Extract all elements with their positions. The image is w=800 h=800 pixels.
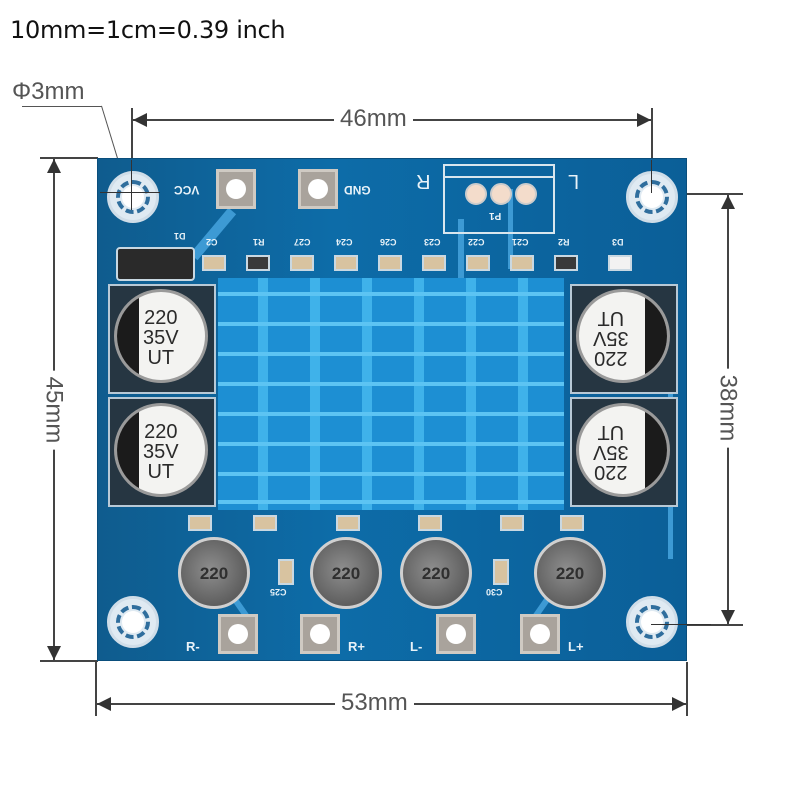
connector-label: P1 (489, 210, 502, 221)
smd-bottom (418, 515, 442, 531)
smd-c2 (202, 255, 226, 271)
label-l-plus: L+ (568, 639, 584, 654)
capacitor-right-top: 220 35V UT (576, 289, 670, 383)
smd-c25 (278, 559, 294, 585)
dim-45-ext-top (40, 157, 98, 159)
mounting-hole-bottom-left (107, 596, 159, 648)
inductor-2: 220 (310, 537, 382, 609)
smd-bottom (560, 515, 584, 531)
gnd-label: GND (344, 183, 371, 197)
pcb-trace (189, 207, 237, 261)
arrow-right-icon (672, 697, 686, 711)
dim-45-label: 45mm (39, 370, 68, 450)
label-l-minus: L- (410, 639, 423, 654)
smd-c26 (378, 255, 402, 271)
arrow-right-icon (637, 113, 651, 127)
channel-left-label: L (568, 170, 580, 192)
smd-bottom (500, 515, 524, 531)
mounting-hole-top-right (626, 171, 678, 223)
arrow-up-icon (47, 159, 61, 173)
smd-bottom (253, 515, 277, 531)
crosshair (131, 160, 132, 210)
smd-c30 (493, 559, 509, 585)
led-d3 (608, 255, 632, 271)
smd-c27 (290, 255, 314, 271)
diode-d1 (116, 247, 195, 281)
vcc-pad (216, 169, 256, 209)
conversion-note: 10mm=1cm=0.39 inch (10, 16, 286, 44)
connector-pin (465, 183, 487, 205)
crosshair (651, 624, 711, 625)
arrow-up-icon (721, 195, 735, 209)
smd-c24 (334, 255, 358, 271)
smd-r2 (554, 255, 578, 271)
crosshair (100, 192, 160, 193)
smd-bottom (336, 515, 360, 531)
capacitor-left-top: 220 35V UT (114, 289, 208, 383)
dim-38-ext-top (655, 193, 743, 195)
arrow-left-icon (97, 697, 111, 711)
input-connector-p1: P1 (443, 164, 555, 234)
dim-53-ext-left (95, 662, 97, 716)
vcc-label: VCC (174, 183, 200, 197)
arrow-down-icon (721, 610, 735, 624)
dim-46-ext-right (651, 108, 653, 188)
label-r-plus: R+ (348, 639, 365, 654)
connector-pin (490, 183, 512, 205)
smd-c23 (422, 255, 446, 271)
mounting-hole-bottom-right (626, 596, 678, 648)
dim-53-label: 53mm (335, 689, 414, 717)
capacitor-right-bottom: 220 35V UT (576, 403, 670, 497)
dim-53-ext-right (686, 662, 688, 716)
speaker-pad-r-plus (300, 614, 340, 654)
smd-bottom (188, 515, 212, 531)
connector-pin (515, 183, 537, 205)
dim-46-ext-left (131, 108, 133, 198)
heatsink (218, 278, 564, 510)
speaker-pad-l-plus (520, 614, 560, 654)
hole-callout-leader (22, 106, 102, 107)
channel-right-label: R (416, 170, 431, 192)
gnd-pad (298, 169, 338, 209)
smd-c21 (510, 255, 534, 271)
smd-r1 (246, 255, 270, 271)
pcb-trace (508, 189, 513, 269)
hole-diameter-label: Φ3mm (12, 78, 85, 106)
pcb-trace (458, 219, 464, 299)
inductor-3: 220 (400, 537, 472, 609)
crosshair (651, 160, 652, 193)
amplifier-pcb: VCC GND R P1 L D1 C2 R1 C27 C24 C26 C23 … (97, 158, 687, 661)
dim-38-label: 38mm (713, 368, 742, 448)
speaker-pad-r-minus (218, 614, 258, 654)
inductor-1: 220 (178, 537, 250, 609)
smd-c22 (466, 255, 490, 271)
arrow-left-icon (133, 113, 147, 127)
speaker-pad-l-minus (436, 614, 476, 654)
dim-45-ext-bottom (40, 660, 98, 662)
dim-46-label: 46mm (334, 105, 413, 133)
capacitor-left-bottom: 220 35V UT (114, 403, 208, 497)
inductor-4: 220 (534, 537, 606, 609)
dim-38-ext-bottom (655, 624, 743, 626)
mounting-hole-top-left (107, 171, 159, 223)
arrow-down-icon (47, 646, 61, 660)
label-r-minus: R- (186, 639, 200, 654)
